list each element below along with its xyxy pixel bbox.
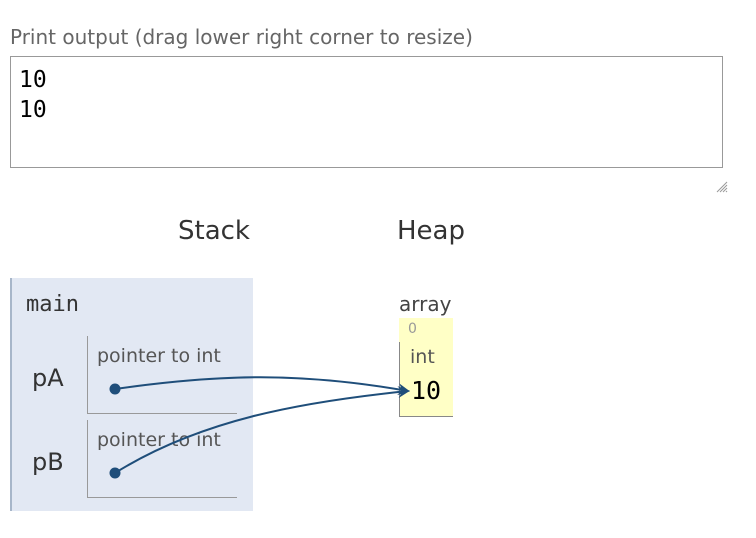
variable-name-pA: pA	[32, 364, 64, 392]
variable-box-pB: pointer to int	[87, 420, 237, 498]
print-output-box[interactable]: 10 10	[10, 56, 723, 168]
array-element-box: int 10	[399, 342, 453, 417]
stack-header: Stack	[178, 216, 250, 246]
array-index: 0	[408, 321, 417, 337]
heap-header: Heap	[397, 216, 465, 246]
frame-name: main	[26, 292, 79, 317]
variable-type-pA: pointer to int	[97, 345, 221, 367]
print-output-line: 10	[19, 67, 47, 93]
print-output-line: 10	[19, 97, 47, 123]
variable-name-pB: pB	[32, 448, 64, 476]
heap-object-type-label: array	[399, 292, 452, 316]
variable-box-pA: pointer to int	[87, 336, 237, 414]
array-element-value: 10	[411, 376, 442, 405]
print-output-label: Print output (drag lower right corner to…	[10, 25, 473, 49]
resize-handle-icon[interactable]	[714, 178, 728, 193]
variable-type-pB: pointer to int	[97, 429, 221, 451]
heap-array-element: 0 int 10	[399, 318, 453, 417]
array-element-type: int	[410, 346, 435, 368]
stack-frame-main: main pA pointer to int pB pointer to int	[10, 278, 253, 511]
